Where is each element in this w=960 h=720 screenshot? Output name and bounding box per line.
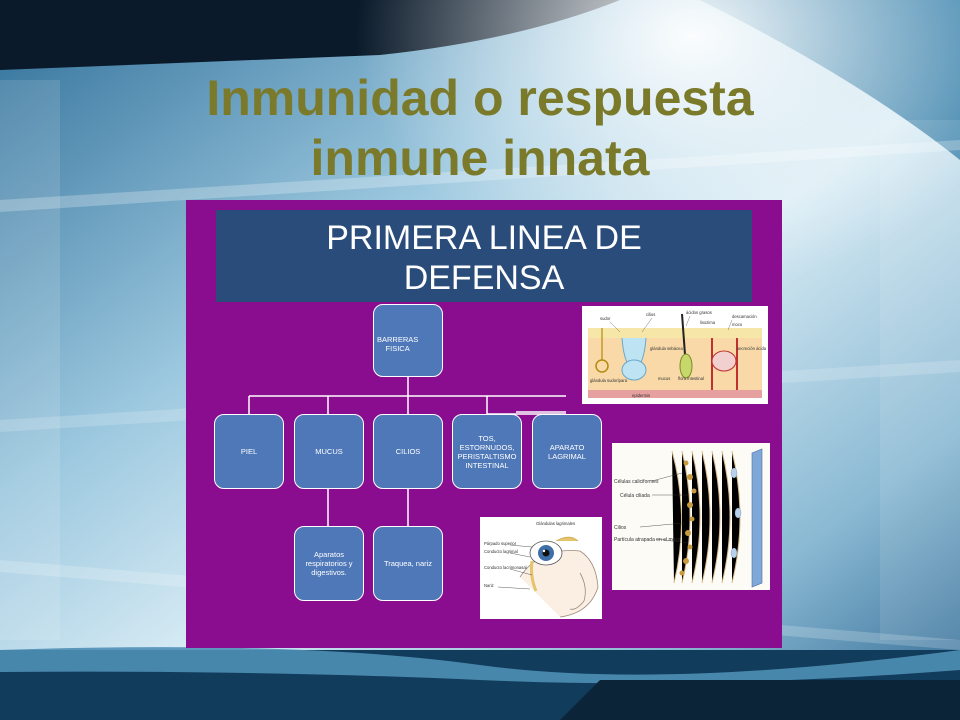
cilia-label-ciliada: Célula ciliada <box>620 493 650 499</box>
cilia-label-cilios: Cilios <box>614 525 627 531</box>
cilia-label-particula: Partícula atrapada en el moco <box>614 537 681 543</box>
eye-label-nariz: Nariz <box>484 583 494 588</box>
node-aparato-lagrimal: APARATO LAGRIMAL <box>532 414 602 489</box>
skin-label-glandula-sudoripara: glándula sudorípara <box>590 378 628 383</box>
skin-label-mucus: mucus <box>658 376 670 381</box>
skin-label-glandula-sebacea: glándula sebácea <box>650 346 684 351</box>
node-piel: PIEL <box>214 414 284 489</box>
lacrimal-figure: Glándulas lagrimales Párpado superior Co… <box>480 517 602 619</box>
cilia-figure: Células caliciformes Célula ciliada Cili… <box>612 443 770 590</box>
cilia-illustration: Células caliciformes Célula ciliada Cili… <box>612 443 770 590</box>
skin-label-epidermis: epidermis <box>632 393 650 398</box>
cilia-label-caliciformes: Células caliciformes <box>614 479 659 485</box>
skin-label-cilios: cilios <box>646 312 655 317</box>
skin-barrier-figure: sudor cilios ácidos grasos descamación l… <box>582 306 768 404</box>
node-cilios: CILIOS <box>373 414 443 489</box>
skin-label-sudor: sudor <box>600 316 611 321</box>
diagram-header: PRIMERA LINEA DE DEFENSA <box>216 210 752 302</box>
skin-label-flora-intestinal: flora intestinal <box>678 376 704 381</box>
slide-title: Inmunidad o respuesta inmune innata <box>0 68 960 188</box>
skin-label-moco: moco <box>732 322 743 327</box>
skin-label-acidos-grasos: ácidos grasos <box>686 310 712 315</box>
node-barreras-fisica: BARRERAS FISICA <box>373 304 443 377</box>
node-mucus: MUCUS <box>294 414 364 489</box>
eye-label-conducto-lacrimonasal: Conducto lacrimonasal <box>484 565 527 570</box>
lacrimal-illustration: Glándulas lagrimales Párpado superior Co… <box>480 517 602 619</box>
node-traquea-nariz: Traquea, nariz <box>373 526 443 601</box>
slide-title-line2: inmune innata <box>310 130 650 186</box>
diagram-header-line2: DEFENSA <box>403 259 565 297</box>
skin-barrier-illustration: sudor cilios ácidos grasos descamación l… <box>588 310 767 398</box>
eye-label-conducto-lagrimal: Conducto lagrimal <box>484 549 518 554</box>
eye-label-parpado: Párpado superior <box>484 541 517 546</box>
eye-label-glandulas: Glándulas lagrimales <box>536 521 575 526</box>
node-tos-estornudos: TOS, ESTORNUDOS, PERISTALTISMO INTESTINA… <box>452 414 522 489</box>
skin-label-secrecion-acida: secreción ácida <box>737 346 767 351</box>
slide-title-line1: Inmunidad o respuesta <box>206 70 754 126</box>
skin-label-lisozima: lisozima <box>700 320 716 325</box>
node-aparatos-respiratorios: Aparatos respiratorios y digestivos. <box>294 526 364 601</box>
skin-label-descamacion: descamación <box>732 314 757 319</box>
diagram-header-line1: PRIMERA LINEA DE <box>326 219 642 257</box>
diagram-panel: PRIMERA LINEA DE DEFENSA BARRERAS FISICA… <box>186 200 782 648</box>
